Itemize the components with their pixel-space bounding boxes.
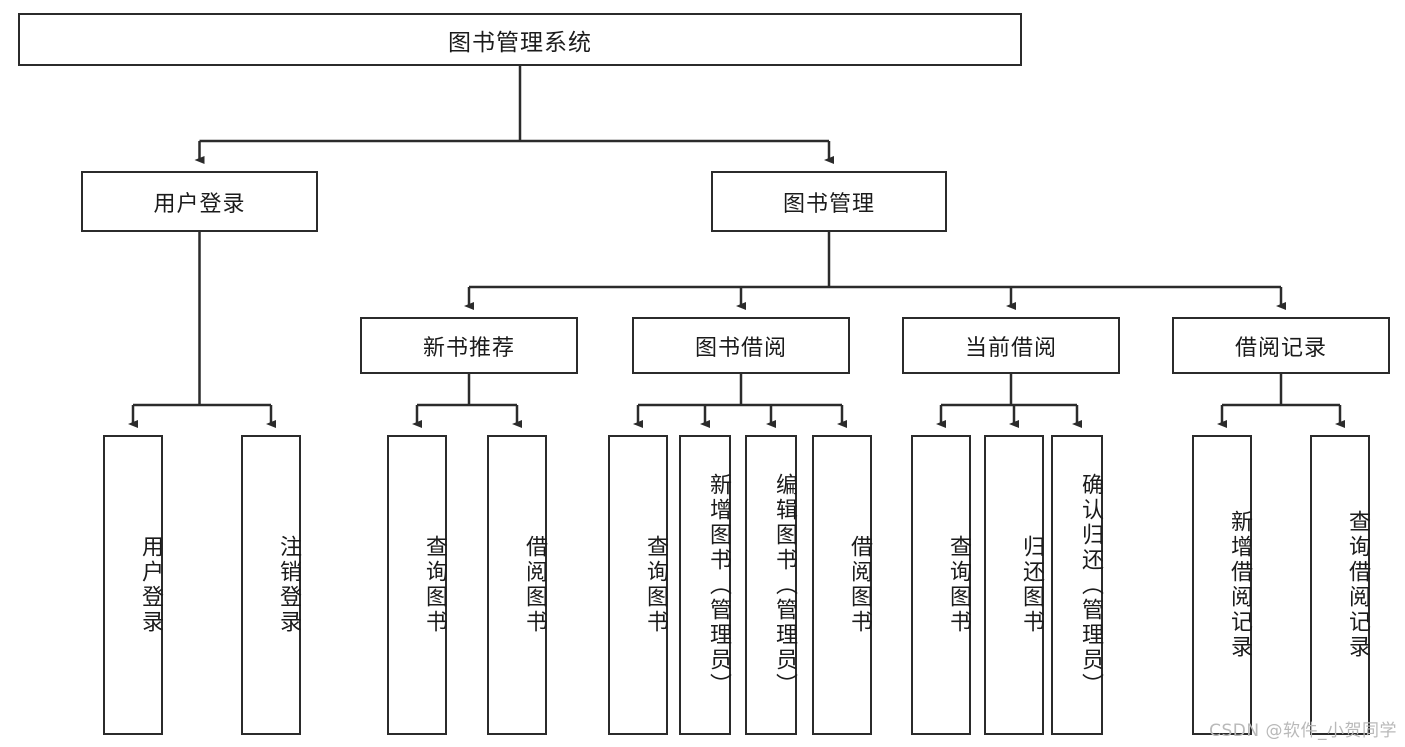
node-label: 用户登录 xyxy=(153,191,246,217)
node-leaf-add-book[interactable]: 新增图书（管理员） xyxy=(679,435,731,735)
node-book-borrow[interactable]: 图书借阅 xyxy=(632,317,850,374)
node-leaf-confirm-return[interactable]: 确认归还（管理员） xyxy=(1051,435,1103,735)
node-leaf-query-book-3[interactable]: 查询图书 xyxy=(911,435,971,735)
node-label: 图书管理 xyxy=(782,191,875,217)
node-label: 注销登录 xyxy=(276,535,301,635)
node-label: 新增借阅记录 xyxy=(1227,510,1252,660)
node-root[interactable]: 图书管理系统 xyxy=(18,13,1022,66)
node-user-login[interactable]: 用户登录 xyxy=(81,171,318,232)
node-label: 编辑图书（管理员） xyxy=(772,472,797,698)
node-leaf-borrow-book-1[interactable]: 借阅图书 xyxy=(487,435,547,735)
node-label: 借阅图书 xyxy=(847,535,872,635)
watermark: CSDN @软件_小贺同学 xyxy=(1209,721,1397,741)
node-label: 借阅图书 xyxy=(522,535,547,635)
node-label: 新书推荐 xyxy=(422,335,515,361)
node-label: 用户登录 xyxy=(138,535,163,635)
node-leaf-query-book-2[interactable]: 查询图书 xyxy=(608,435,668,735)
edge-group xyxy=(128,66,1345,428)
node-leaf-return-book[interactable]: 归还图书 xyxy=(984,435,1044,735)
node-label: 图书管理系统 xyxy=(448,29,592,56)
node-new-book-rec[interactable]: 新书推荐 xyxy=(360,317,578,374)
node-leaf-add-record[interactable]: 新增借阅记录 xyxy=(1192,435,1252,735)
node-label: 归还图书 xyxy=(1019,535,1044,635)
node-label: 查询图书 xyxy=(946,535,971,635)
node-leaf-query-record[interactable]: 查询借阅记录 xyxy=(1310,435,1370,735)
node-borrow-record[interactable]: 借阅记录 xyxy=(1172,317,1390,374)
node-label: 查询图书 xyxy=(643,535,668,635)
node-leaf-user-login[interactable]: 用户登录 xyxy=(103,435,163,735)
node-label: 借阅记录 xyxy=(1234,335,1327,361)
node-label: 图书借阅 xyxy=(694,335,787,361)
node-leaf-logout[interactable]: 注销登录 xyxy=(241,435,301,735)
node-book-manage[interactable]: 图书管理 xyxy=(711,171,947,232)
node-label: 确认归还（管理员） xyxy=(1078,472,1103,698)
node-current-borrow[interactable]: 当前借阅 xyxy=(902,317,1120,374)
node-leaf-borrow-book-2[interactable]: 借阅图书 xyxy=(812,435,872,735)
node-label: 查询借阅记录 xyxy=(1345,510,1370,660)
node-leaf-query-book-1[interactable]: 查询图书 xyxy=(387,435,447,735)
node-leaf-edit-book[interactable]: 编辑图书（管理员） xyxy=(745,435,797,735)
node-label: 新增图书（管理员） xyxy=(706,472,731,698)
node-label: 当前借阅 xyxy=(964,335,1057,361)
node-label: 查询图书 xyxy=(422,535,447,635)
